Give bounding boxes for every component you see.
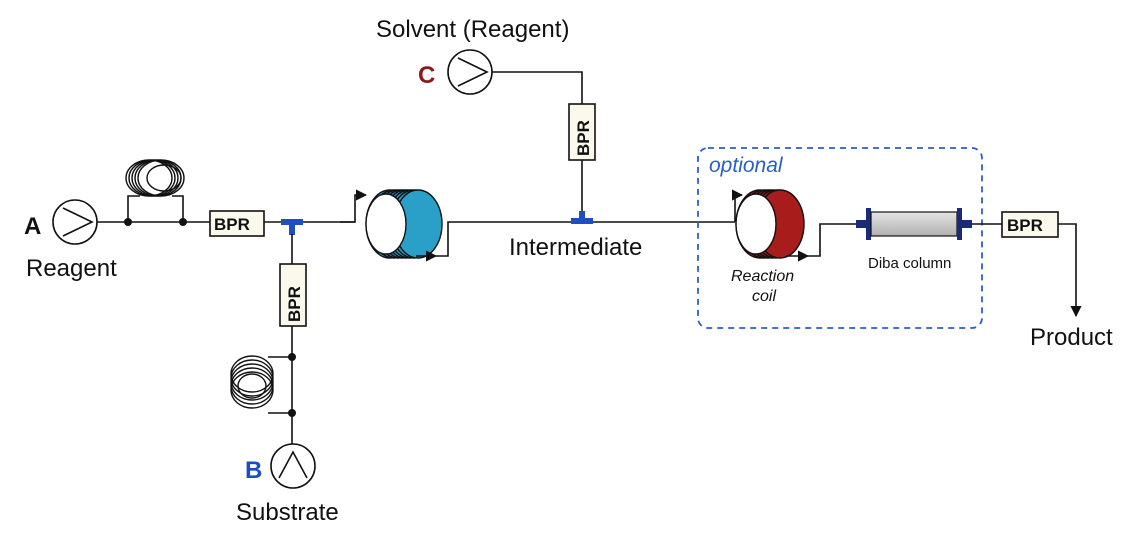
- pump-a-label: Reagent: [26, 255, 117, 282]
- line-c: [492, 71, 583, 104]
- pump-a: [52, 199, 98, 245]
- reaction-coil-label-2: coil: [752, 288, 776, 305]
- junction-dot: [288, 409, 296, 417]
- bpr-c: BPR: [568, 103, 596, 161]
- product-label: Product: [1030, 324, 1113, 351]
- line-to-reaction-coil: [731, 189, 744, 222]
- bpr-final: BPR: [1001, 211, 1059, 238]
- loop-coil-a: [125, 159, 185, 197]
- column-label: Diba column: [868, 255, 951, 272]
- pump-b-letter: B: [245, 457, 262, 484]
- pump-c-letter: C: [418, 62, 435, 89]
- pump-b: [270, 443, 316, 489]
- optional-box: [697, 147, 983, 329]
- optional-label: optional: [709, 154, 784, 177]
- pump-a-letter: A: [24, 213, 41, 240]
- bpr-a: BPR: [209, 210, 265, 237]
- line-to-coil-1: [340, 189, 368, 223]
- tee-connector-1: [281, 219, 303, 235]
- pump-c: [447, 49, 493, 95]
- line-to-column: [808, 223, 858, 257]
- junction-dot: [288, 353, 296, 361]
- reaction-coil-label-1: Reaction: [731, 268, 794, 285]
- pump-b-label: Substrate: [236, 499, 339, 526]
- bpr-final-label: BPR: [1007, 216, 1043, 235]
- line-to-product: [1058, 223, 1082, 318]
- pump-c-label: Solvent (Reagent): [376, 16, 569, 43]
- tee-connector-2: [571, 211, 593, 224]
- line-a-loop-bypass: [127, 195, 140, 222]
- junction-dot: [179, 218, 187, 226]
- reaction-coil: [735, 189, 805, 259]
- bpr-c-label: BPR: [574, 120, 593, 156]
- diba-column: [856, 208, 972, 240]
- junction-dot: [124, 218, 132, 226]
- bpr-b: BPR: [279, 263, 307, 327]
- intermediate-label: Intermediate: [509, 234, 642, 261]
- bpr-a-label: BPR: [214, 215, 250, 234]
- line-a-loop-bypass-2: [172, 195, 184, 222]
- loop-coil-b: [230, 355, 274, 409]
- coil-1: [365, 189, 443, 259]
- bpr-b-label: BPR: [285, 286, 304, 322]
